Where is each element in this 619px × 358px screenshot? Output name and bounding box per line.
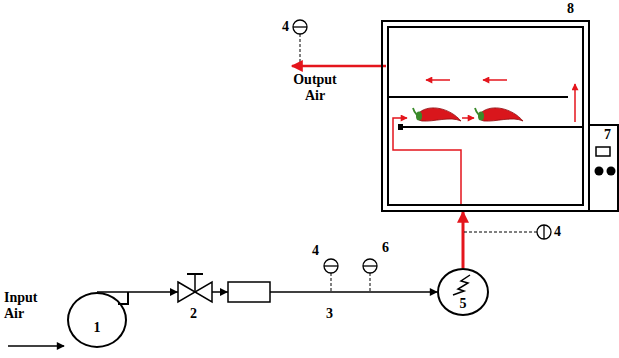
drying-tray [400,126,582,128]
sensor-circle [293,20,307,34]
sensor-circle [324,259,338,273]
callout-number: 1 [69,320,125,336]
flow-label-holder: Input Air [4,290,44,322]
pipe-sensor [324,259,338,291]
blower: 1 [67,292,127,348]
chili-pepper [413,108,461,121]
input-arrow [8,345,64,347]
sensor-circle [537,225,551,239]
pipe-sensor [363,259,377,291]
flow-label-holder: Output Air [290,72,340,104]
callout-number-holder: 3 [326,306,340,322]
panel-knob [595,167,604,176]
callout-number: 3 [326,306,333,321]
air-flow [483,79,507,81]
sensor-bar [543,225,544,239]
air-heater: 5 [437,268,489,316]
valve-handle [187,273,203,275]
chamber-inner-wall [388,27,583,205]
callout-number: 4 [312,243,319,258]
heater-coil-line [453,275,470,295]
flow-label: Input Air [4,290,37,321]
sensor-lead [331,273,332,291]
chili-pepper [475,108,523,121]
callout-number: 7 [604,127,611,143]
hot-air-duct [462,212,465,268]
callout-number: 4 [554,224,561,239]
callout-number-holder: 4 [282,19,296,35]
heater-sensor [464,225,551,239]
air-flow [574,84,576,122]
callout-number-holder: 2 [190,306,204,322]
air-flow [393,118,461,204]
chili-body [417,108,461,121]
sensor-bar [363,265,377,266]
chili-stem [413,108,417,115]
control-panel: 7 [590,124,619,212]
sensor-lead [370,273,371,291]
callout-number: 6 [382,240,389,255]
flow-label: Output Air [293,72,337,103]
callout-number: 8 [567,1,574,17]
blower-outlet [118,292,128,304]
callout-number: 4 [282,19,289,34]
panel-display [596,147,610,156]
filter-box [228,282,270,302]
sensor-bar [324,265,338,266]
air-flow [426,79,450,81]
callout-number: 5 [439,296,487,312]
chili-cap [416,112,422,121]
air-flow [462,117,474,119]
valve-stem [194,274,196,292]
output-arrow [292,65,386,68]
tray-end [398,124,403,130]
callout-number-holder: 4 [554,224,568,240]
sensor-circle [363,259,377,273]
valve-symbol [178,274,212,302]
sensor-lead [300,34,301,64]
flow-arrowhead [170,288,178,296]
drying-chamber: 8 [381,20,590,212]
flow-arrowhead [220,288,228,296]
callout-number: 2 [190,306,197,321]
panel-knob [607,167,616,176]
chili-stem [475,108,479,115]
callout-number-holder: 4 [312,243,326,259]
chili-cap [478,112,484,121]
chili-body [479,108,523,121]
callout-number-holder: 6 [382,240,396,256]
sensor-bar [293,26,307,27]
output-sensor [293,20,307,64]
sensor-lead [464,232,537,233]
baffle-plate [389,96,568,98]
